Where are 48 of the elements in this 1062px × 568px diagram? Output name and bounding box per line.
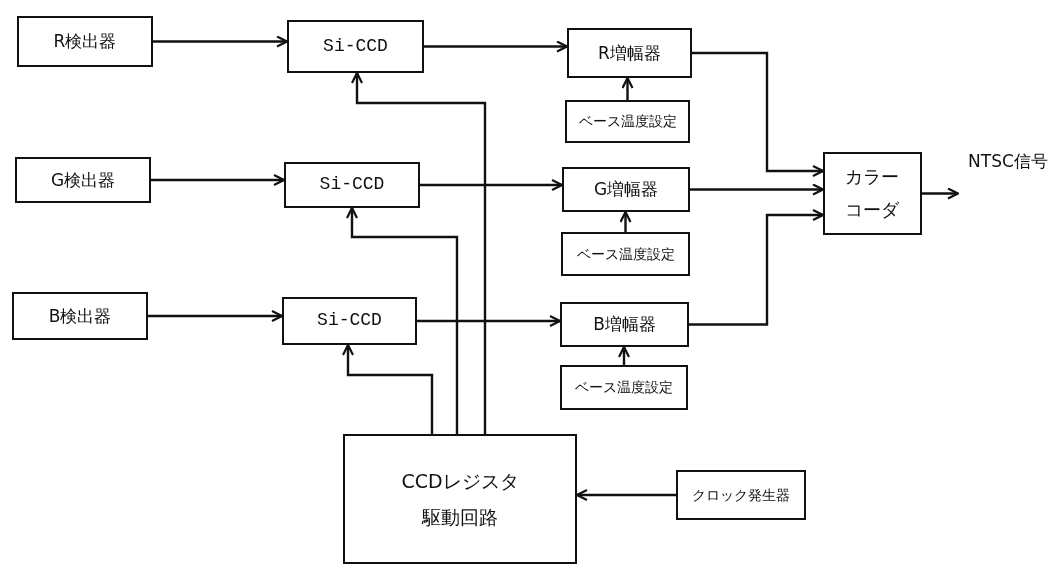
arrow	[617, 345, 631, 365]
arrow	[417, 314, 562, 328]
arrow	[424, 40, 569, 53]
process-box	[287, 20, 424, 73]
arrow	[690, 183, 825, 196]
node-label: CCDレジスタ	[401, 468, 519, 494]
node-label: ベース温度設定	[576, 244, 675, 264]
node-label: ベース温度設定	[578, 112, 677, 131]
process-box	[15, 157, 151, 203]
arrow	[692, 51, 825, 178]
arrow	[922, 187, 960, 200]
process-box	[282, 297, 417, 345]
process-box	[565, 100, 690, 143]
arrow	[341, 343, 434, 434]
process-box	[823, 152, 922, 235]
arrow	[621, 76, 634, 100]
process-box	[284, 162, 420, 208]
node-label: クロック発生器	[692, 485, 790, 505]
process-box	[12, 292, 148, 340]
node-label: ベース温度設定	[575, 378, 673, 397]
node-label: B検出器	[48, 304, 112, 328]
arrow	[689, 208, 825, 326]
process-box	[343, 434, 577, 564]
arrow	[420, 178, 564, 192]
node-label: R増幅器	[598, 41, 661, 65]
arrow	[350, 71, 487, 434]
process-box	[676, 470, 806, 520]
node-label: R検出器	[53, 30, 117, 53]
node-label: Si-CCD	[323, 34, 388, 58]
process-box	[560, 365, 688, 410]
process-box	[560, 302, 689, 347]
node-label: Si-CCD	[317, 309, 382, 333]
process-box	[561, 232, 690, 276]
arrow	[151, 173, 286, 187]
node-label: G検出器	[50, 168, 116, 192]
node-label: B増幅器	[593, 313, 656, 336]
node-label: 駆動回路	[422, 505, 498, 530]
output-label: NTSC信号	[968, 149, 1048, 173]
arrow	[153, 35, 289, 48]
node-label: カラーコーダ	[844, 165, 900, 222]
arrow	[148, 309, 284, 323]
node-label: G増幅器	[593, 178, 659, 201]
arrow	[619, 210, 632, 232]
node-label: Si-CCD	[319, 173, 385, 197]
process-box	[17, 16, 153, 67]
arrow	[345, 206, 459, 434]
process-box	[567, 28, 692, 78]
process-box	[562, 167, 690, 212]
